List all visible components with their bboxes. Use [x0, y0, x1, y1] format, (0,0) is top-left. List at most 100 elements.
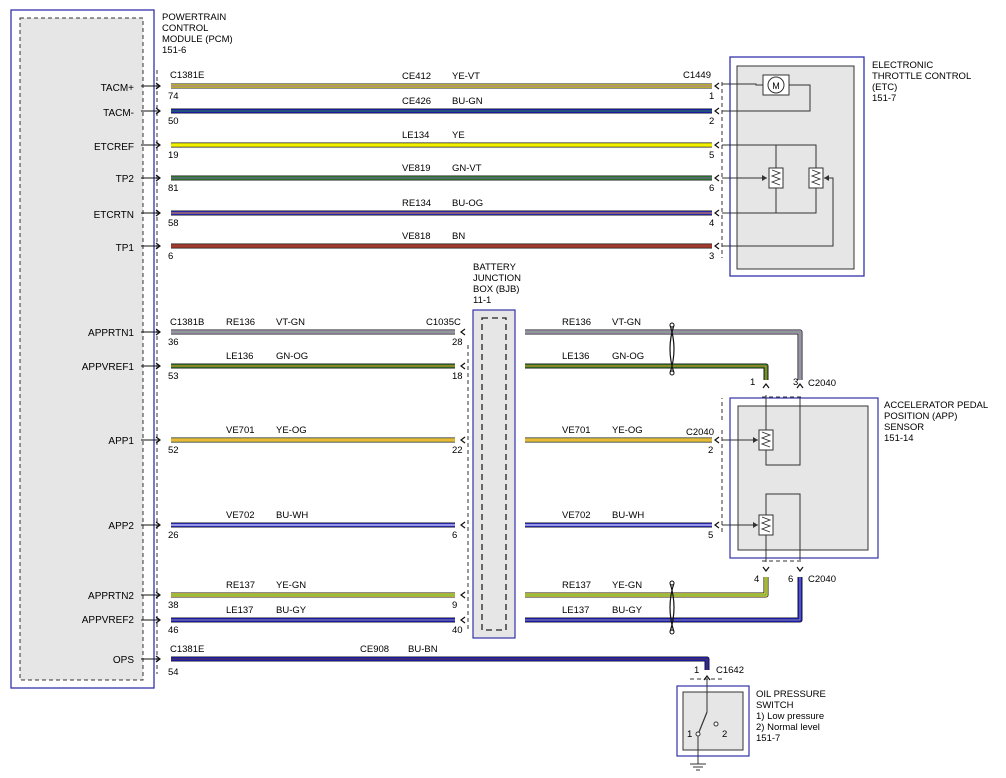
pcm-pin-number: 58 [168, 218, 179, 229]
app-title-3: SENSOR [884, 422, 924, 433]
color-code-label: BU-GY [612, 605, 643, 616]
circuit-label: VE819 [402, 163, 431, 174]
app-pin-arrow [714, 436, 720, 444]
app2-sensor-icon [758, 514, 774, 536]
app-pin-number: 2 [708, 445, 713, 456]
app-pin-number: 5 [708, 530, 713, 541]
ops-pin-arrow [703, 675, 711, 681]
pcm-pin-number: 81 [168, 183, 179, 194]
twisted-pair-icon-end [669, 322, 675, 328]
bjb-connector-label: C1035C [426, 317, 461, 328]
etc-pin-arrow [714, 242, 720, 250]
app-pin-number: 1 [750, 377, 755, 388]
ops-title-3: 1) Low pressure [756, 711, 824, 722]
circuit-label: VE702 [226, 510, 255, 521]
wire-le136-outline [525, 363, 769, 380]
ops-inner [682, 691, 744, 751]
pcm-pin-arrow [155, 616, 161, 624]
bjb-pin-number: 22 [452, 445, 463, 456]
etc-pin-number: 6 [709, 183, 714, 194]
pcm-connector-mid-label: C1381B [170, 317, 204, 328]
etc-pin-arrow [714, 82, 720, 90]
circuit-label: RE136 [562, 317, 591, 328]
app-pin-number: 6 [788, 574, 793, 585]
circuit-label: LE136 [226, 351, 253, 362]
twisted-pair-icon [669, 582, 675, 633]
circuit-label: LE137 [562, 605, 589, 616]
pcm-pin-labels: TACM+ TACM- ETCREF TP2 ETCRTN TP1 APPRTN… [82, 83, 135, 666]
pcm-title-1: POWERTRAIN [162, 12, 226, 23]
circuit-label: LE134 [402, 130, 429, 141]
pcm-pin-arrow [155, 328, 161, 336]
ops-switch-pin-1: 1 [687, 729, 692, 740]
etc-pin-arrow [714, 209, 720, 217]
circuit-label: VE818 [402, 231, 431, 242]
app-internal-wire [765, 397, 801, 466]
bjb-pin-arrow [460, 362, 466, 370]
etc-pin-number: 4 [709, 218, 714, 229]
bjb-pin-arrow [460, 436, 466, 444]
tp2-sensor-icon-zigzag [770, 169, 782, 186]
color-code-label: GN-VT [452, 163, 482, 174]
motor-symbol: M [772, 81, 780, 91]
app-internal-wire [765, 493, 801, 560]
etc-pin-arrow [714, 174, 720, 182]
app-connector-bottom-label: C2040 [808, 574, 836, 585]
tp1-sensor-icon [808, 167, 824, 189]
color-code-label: BN [452, 231, 465, 242]
pcm-pin-tacm-plus: TACM+ [101, 83, 135, 94]
pcm-title-2: CONTROL [162, 23, 208, 34]
bjb-pin-number: 40 [452, 625, 463, 636]
bjb-title-2: JUNCTION [473, 273, 521, 284]
wire-ce908-stripe [171, 658, 708, 670]
pcm-outline [10, 9, 155, 689]
color-code-label: VT-GN [612, 317, 641, 328]
circuit-label: CE908 [360, 644, 389, 655]
wire-ce908 [171, 657, 709, 670]
ops-title-5: 151-7 [756, 733, 780, 744]
etc-module: ELECTRONIC THROTTLE CONTROL (ETC) 151-7 … [683, 56, 971, 277]
pcm-pin-number: 50 [168, 116, 179, 127]
etc-internal-wire [776, 188, 817, 214]
etc-pin-number: 5 [709, 150, 714, 161]
pcm-pin-arrow [155, 521, 161, 529]
circuit-label: LE137 [226, 605, 253, 616]
twisted-pair-icon [669, 582, 675, 633]
pcm-pin-ops: OPS [113, 655, 134, 666]
app-pin-number: 4 [754, 574, 759, 585]
etc-pin-number: 1 [709, 91, 714, 102]
pcm-pin-apprtn1: APPRTN1 [88, 328, 134, 339]
pcm-pin-arrow [155, 362, 161, 370]
bjb-module: BATTERY JUNCTION BOX (BJB) 11-1 C1035C [426, 262, 521, 639]
bjb-pin-number: 18 [452, 371, 463, 382]
pcm-pin-tp2: TP2 [116, 174, 135, 185]
pcm-pin-arrow [155, 141, 161, 149]
bjb-title-3: BOX (BJB) [473, 284, 519, 295]
pcm-connector-top-label: C1381E [170, 70, 204, 81]
bjb-inner [481, 317, 507, 631]
etc-title-3: (ETC) [872, 82, 897, 93]
color-code-label: YE-OG [612, 425, 643, 436]
etc-internal-wire [722, 84, 811, 112]
motor-circle [767, 76, 785, 94]
app-outline [729, 397, 879, 559]
app-connector-in-label: C2040 [686, 427, 714, 438]
twisted-pair-icon [669, 324, 675, 374]
circuit-label: RE137 [226, 580, 255, 591]
ops-title-2: SWITCH [756, 700, 794, 711]
circuit-label: RE137 [562, 580, 591, 591]
color-code-label: BU-GY [276, 605, 307, 616]
app-inner [737, 405, 869, 551]
ops-outline [676, 685, 750, 757]
color-code-label: BU-GN [452, 96, 483, 107]
tp2-sensor-icon [768, 167, 784, 189]
color-code-label: GN-OG [612, 351, 644, 362]
circuit-label: RE136 [226, 317, 255, 328]
bjb-pin-arrow [460, 616, 466, 624]
app1-wiper-arrow [753, 437, 758, 443]
bjb-pin-number: 28 [452, 337, 463, 348]
ops-pin-number: 1 [694, 665, 699, 676]
app-connector-top-label: C2040 [808, 378, 836, 389]
etc-title-4: 151-7 [872, 93, 896, 104]
